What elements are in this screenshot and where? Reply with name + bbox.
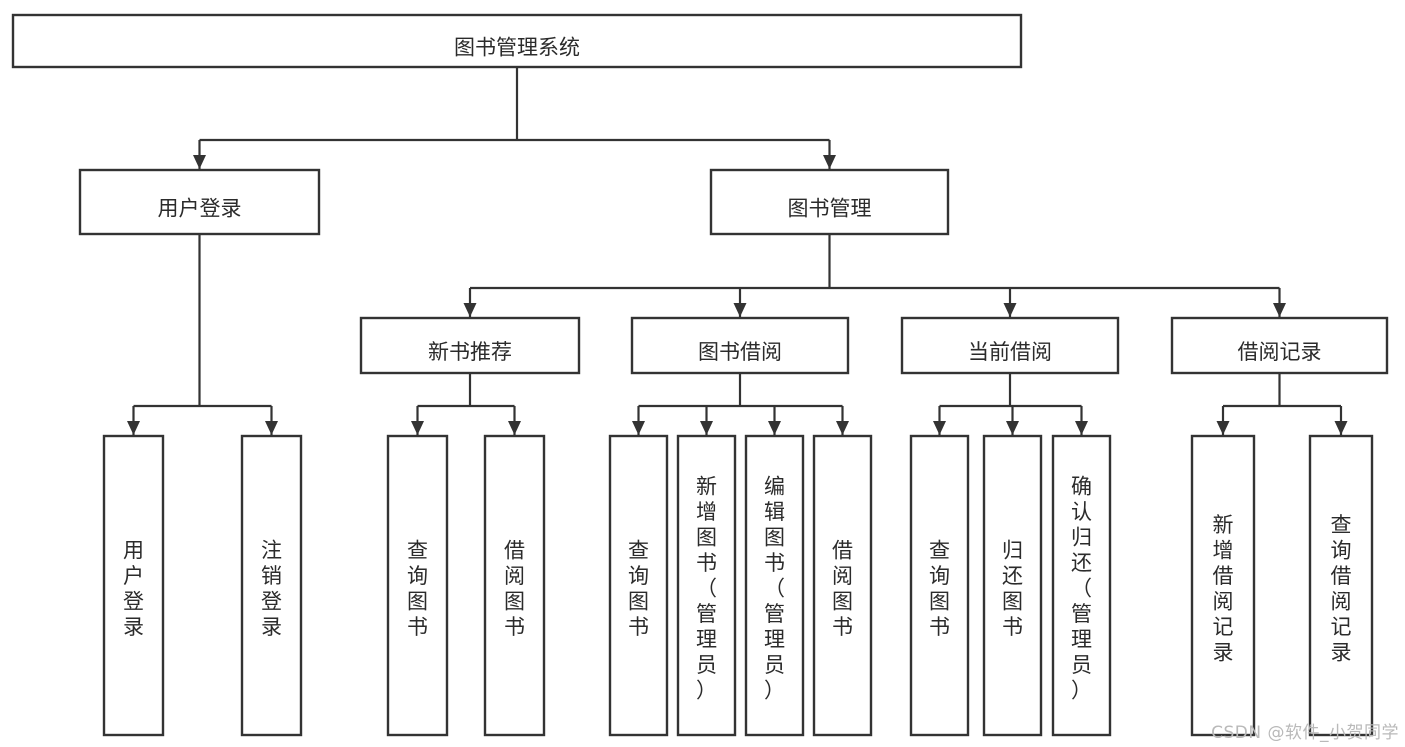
node-root[interactable]: 图书管理系统 [11, 13, 1023, 69]
arrowhead-icon [1075, 421, 1088, 435]
node-label-leaf-borrow-book-1: 借阅图书 [504, 538, 525, 639]
node-records[interactable]: 借阅记录 [1170, 316, 1389, 375]
node-box-leaf-borrow-book-2 [812, 434, 873, 737]
node-leaf-user-login[interactable]: 用户登录 [102, 434, 165, 737]
arrowhead-icon [1003, 303, 1017, 317]
node-leaf-borrow-book-1[interactable]: 借阅图书 [483, 434, 546, 737]
node-box-leaf-user-login [102, 434, 165, 737]
node-leaf-user-logout[interactable]: 注销登录 [240, 434, 303, 737]
node-box-leaf-add-record [1190, 434, 1256, 737]
node-box-leaf-query-book-3 [909, 434, 970, 737]
node-current[interactable]: 当前借阅 [900, 316, 1120, 375]
node-label-login: 用户登录 [158, 197, 242, 221]
node-bookmgmt[interactable]: 图书管理 [709, 168, 950, 236]
node-label-leaf-edit-book: 编辑图书（管理员） [764, 475, 785, 703]
node-leaf-add-book[interactable]: 新增图书（管理员） [676, 434, 737, 737]
arrowhead-icon [1006, 421, 1019, 435]
node-box-leaf-confirm-return [1051, 434, 1112, 737]
node-box-bookmgmt [709, 168, 950, 236]
node-box-leaf-query-record [1308, 434, 1374, 737]
arrowhead-icon [508, 421, 521, 435]
watermark-text: CSDN @软件_小贺同学 [1211, 723, 1399, 743]
edge-group-login [127, 234, 278, 435]
node-label-root: 图书管理系统 [454, 36, 580, 60]
node-box-login [78, 168, 321, 236]
edge-group-bookmgmt [463, 234, 1286, 317]
node-leaf-return-book[interactable]: 归还图书 [982, 434, 1043, 737]
arrowhead-icon [933, 421, 946, 435]
node-leaf-confirm-return[interactable]: 确认归还（管理员） [1051, 434, 1112, 737]
edge-group-root [193, 67, 836, 169]
node-leaf-add-record[interactable]: 新增借阅记录 [1190, 434, 1256, 737]
node-leaf-query-record[interactable]: 查询借阅记录 [1308, 434, 1374, 737]
node-box-newbook [359, 316, 581, 375]
node-label-leaf-query-book-1: 查询图书 [407, 538, 428, 639]
node-label-records: 借阅记录 [1238, 340, 1322, 364]
node-label-leaf-query-book-3: 查询图书 [929, 538, 950, 639]
arrowhead-icon [1216, 421, 1230, 435]
node-label-leaf-add-record: 新增借阅记录 [1213, 513, 1234, 665]
node-box-current [900, 316, 1120, 375]
edges-layer [127, 67, 1348, 435]
node-label-leaf-user-logout: 注销登录 [261, 538, 282, 639]
node-newbook[interactable]: 新书推荐 [359, 316, 581, 375]
node-box-leaf-edit-book [744, 434, 805, 737]
node-label-leaf-add-book: 新增图书（管理员） [696, 475, 717, 703]
arrowhead-icon [1334, 421, 1348, 435]
edge-group-borrow [632, 373, 849, 435]
node-label-bookmgmt: 图书管理 [788, 197, 872, 221]
node-leaf-query-book-2[interactable]: 查询图书 [608, 434, 669, 737]
node-login[interactable]: 用户登录 [78, 168, 321, 236]
node-box-leaf-query-book-2 [608, 434, 669, 737]
node-leaf-query-book-3[interactable]: 查询图书 [909, 434, 970, 737]
arrowhead-icon [265, 421, 278, 435]
node-label-leaf-query-record: 查询借阅记录 [1331, 513, 1352, 665]
arrowhead-icon [193, 155, 206, 169]
node-label-leaf-return-book: 归还图书 [1002, 538, 1023, 639]
node-label-leaf-user-login: 用户登录 [123, 538, 144, 639]
arrowhead-icon [823, 155, 836, 169]
node-box-leaf-return-book [982, 434, 1043, 737]
arrowhead-icon [411, 421, 424, 435]
nodes-layer: 图书管理系统用户登录图书管理新书推荐图书借阅当前借阅借阅记录用户登录注销登录查询… [11, 13, 1389, 737]
node-label-current: 当前借阅 [968, 340, 1052, 364]
edge-group-current [933, 373, 1088, 435]
node-box-leaf-user-logout [240, 434, 303, 737]
node-box-leaf-query-book-1 [386, 434, 449, 737]
arrowhead-icon [127, 421, 140, 435]
node-label-newbook: 新书推荐 [428, 340, 512, 364]
arrowhead-icon [768, 421, 781, 435]
arrowhead-icon [836, 421, 849, 435]
node-leaf-query-book-1[interactable]: 查询图书 [386, 434, 449, 737]
node-leaf-borrow-book-2[interactable]: 借阅图书 [812, 434, 873, 737]
node-box-leaf-add-book [676, 434, 737, 737]
arrowhead-icon [700, 421, 713, 435]
arrowhead-icon [463, 303, 477, 317]
edge-group-records [1216, 373, 1348, 435]
node-box-borrow [630, 316, 850, 375]
node-box-root [11, 13, 1023, 69]
node-label-borrow: 图书借阅 [698, 340, 782, 364]
node-box-records [1170, 316, 1389, 375]
node-leaf-edit-book[interactable]: 编辑图书（管理员） [744, 434, 805, 737]
edge-group-newbook [411, 373, 521, 435]
arrowhead-icon [733, 303, 747, 317]
node-box-leaf-borrow-book-1 [483, 434, 546, 737]
arrowhead-icon [632, 421, 645, 435]
node-label-leaf-confirm-return: 确认归还（管理员） [1071, 475, 1092, 703]
arrowhead-icon [1273, 303, 1286, 317]
node-borrow[interactable]: 图书借阅 [630, 316, 850, 375]
node-label-leaf-borrow-book-2: 借阅图书 [832, 538, 853, 639]
node-label-leaf-query-book-2: 查询图书 [628, 538, 649, 639]
